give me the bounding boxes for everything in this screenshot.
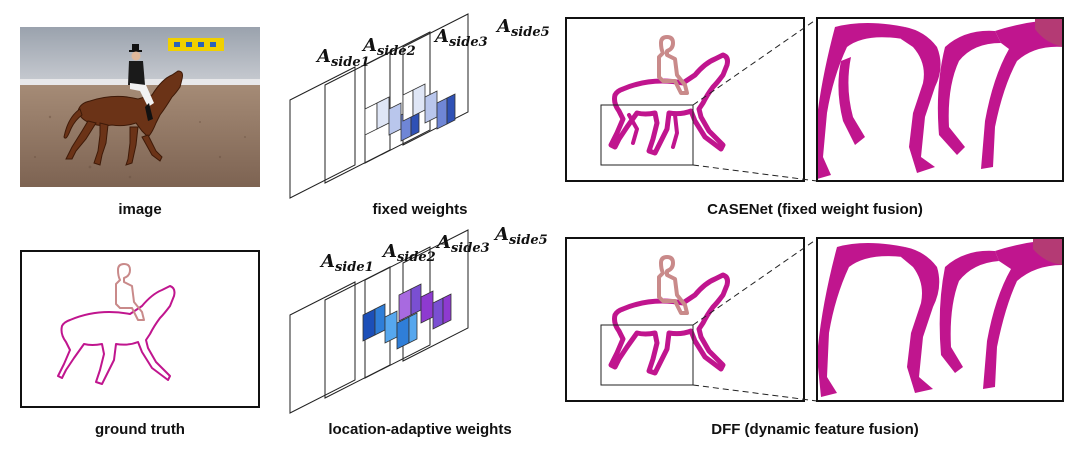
casenet-zoom-view xyxy=(816,17,1064,182)
svg-text:Aside2: Aside2 xyxy=(381,241,436,265)
svg-text:Aside3: Aside3 xyxy=(433,26,488,50)
dff-horse-edges xyxy=(608,272,730,376)
feature-plane-1 xyxy=(289,66,356,199)
feature-plane-1 xyxy=(289,281,356,414)
svg-text:Aside3: Aside3 xyxy=(435,232,490,256)
caption-dff: DFF (dynamic feature fusion) xyxy=(711,421,919,438)
dff-zoom-view xyxy=(816,237,1064,402)
svg-text:Aside1: Aside1 xyxy=(319,251,374,275)
adaptive-weights-diagram: Aside1 Aside2 Aside3 Aside5 xyxy=(285,225,565,420)
svg-text:Aside5: Aside5 xyxy=(493,225,548,248)
fixed-weight-cells-b xyxy=(402,83,456,130)
banner xyxy=(168,38,224,51)
dff-rider-edges xyxy=(657,255,689,315)
gt-horse-contour xyxy=(57,285,176,385)
horse-figure xyxy=(63,70,183,166)
caption-ground-truth: ground truth xyxy=(95,421,185,438)
zoom-region-box xyxy=(600,324,694,386)
adaptive-weight-cells-b xyxy=(398,283,452,330)
dff-result xyxy=(565,237,1065,403)
ground-truth-panel xyxy=(20,250,260,408)
fixed-weights-diagram: Aside1 Aside2 Aside3 Aside5 xyxy=(285,5,565,200)
input-image xyxy=(20,27,260,187)
caption-fixed-weights: fixed weights xyxy=(372,201,468,218)
caption-casenet: CASENet (fixed weight fusion) xyxy=(707,201,923,218)
feature-plane-3 xyxy=(364,246,431,379)
svg-text:Aside5: Aside5 xyxy=(495,16,550,40)
rider-figure xyxy=(128,44,154,121)
zoom-region-box xyxy=(600,104,694,166)
casenet-horse-edges xyxy=(608,52,730,156)
casenet-rider-edges xyxy=(657,35,689,95)
caption-image: image xyxy=(118,201,162,218)
gt-rider-contour xyxy=(115,263,145,321)
casenet-result xyxy=(565,17,1065,183)
adaptive-weight-cells-a xyxy=(362,303,418,350)
svg-text:Aside1: Aside1 xyxy=(315,46,370,70)
svg-text:Aside2: Aside2 xyxy=(361,35,416,59)
caption-adaptive-weights: location-adaptive weights xyxy=(328,421,512,438)
